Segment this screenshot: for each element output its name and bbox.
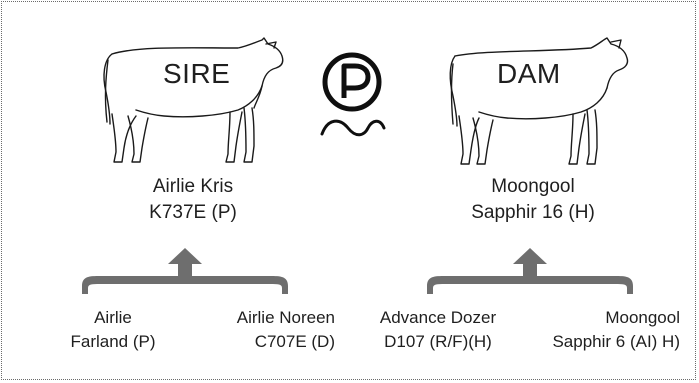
dam-parent-right-line2: Sapphir 6 (AI) H): [552, 332, 680, 351]
sire-name: Airlie Kris K737E (P): [118, 174, 268, 226]
sire-parent-left: Airlie Farland (P): [58, 306, 168, 354]
dam-parent-left-line2: D107 (R/F)(H): [384, 332, 492, 351]
sire-parents-bracket: [82, 248, 288, 294]
dam-label: DAM: [497, 58, 561, 89]
sire-label: SIRE: [163, 58, 231, 89]
sire-parent-right-line2: C707E (D): [254, 332, 335, 351]
dam-parent-left: Advance Dozer D107 (R/F)(H): [368, 306, 508, 354]
dam-name: Moongool Sapphir 16 (H): [448, 174, 618, 226]
sire-parent-left-line1: Airlie: [94, 308, 132, 327]
dam-parent-right: Moongool Sapphir 6 (AI) H): [530, 306, 680, 354]
dam-cow-icon: [449, 37, 629, 165]
sire-cow-icon: [103, 37, 284, 163]
sire-parent-right-line1: Airlie Noreen: [236, 308, 335, 327]
dam-name-line1: Moongool: [491, 176, 575, 197]
dam-name-line2: Sapphir 16 (H): [471, 202, 595, 223]
polled-symbol-icon: [320, 52, 386, 137]
dam-parents-bracket: [427, 248, 633, 294]
sire-parent-left-line2: Farland (P): [70, 332, 156, 351]
sire-name-line1: Airlie Kris: [152, 176, 234, 197]
sire-name-line2: K737E (P): [149, 202, 237, 223]
dam-parent-left-line1: Advance Dozer: [379, 308, 497, 327]
dam-parent-right-line1: Moongool: [605, 308, 680, 327]
sire-parent-right: Airlie Noreen C707E (D): [205, 306, 335, 354]
